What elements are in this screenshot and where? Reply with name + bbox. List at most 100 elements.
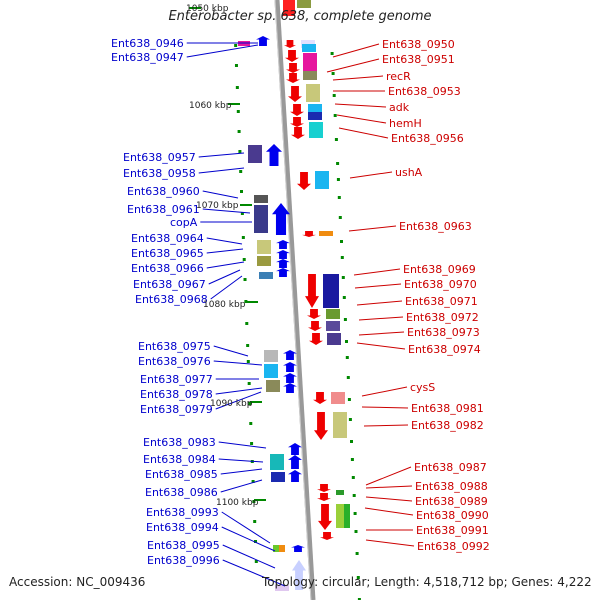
leader-line-left bbox=[213, 345, 249, 357]
leader-line-left bbox=[202, 208, 251, 214]
forward-gene-box bbox=[273, 545, 279, 552]
reverse-gene-arrow bbox=[318, 504, 332, 530]
kbp-label: 1060 kbp bbox=[189, 101, 232, 111]
scale-tick bbox=[242, 258, 246, 261]
leader-line-left bbox=[218, 441, 267, 449]
gene-label-left: Ent638_0947 bbox=[111, 51, 184, 64]
scale-tick bbox=[351, 476, 355, 479]
forward-gene-box bbox=[271, 472, 285, 482]
scale-tick bbox=[248, 402, 252, 405]
forward-gene-arrow bbox=[276, 240, 290, 249]
forward-gene-arrow bbox=[291, 545, 305, 552]
scale-tick bbox=[254, 560, 258, 563]
gene-label-right: adk bbox=[389, 101, 410, 114]
forward-gene-arrow bbox=[288, 443, 302, 455]
gene-label-left: Ent638_0994 bbox=[146, 521, 219, 534]
scale-tick bbox=[350, 440, 353, 443]
gene-label-right: Ent638_0981 bbox=[411, 402, 484, 415]
gene-label-right: Ent638_0970 bbox=[404, 278, 477, 291]
leader-line-left bbox=[218, 458, 264, 463]
reverse-gene-box bbox=[333, 412, 347, 438]
scale-tick bbox=[345, 356, 349, 359]
leader-line-left bbox=[220, 479, 263, 493]
gene-label-left: Ent638_0968 bbox=[135, 293, 208, 306]
forward-gene-box bbox=[266, 380, 280, 392]
reverse-gene-box bbox=[327, 333, 341, 345]
leader-line-left bbox=[202, 190, 239, 199]
gene-label-left: Ent638_0960 bbox=[127, 185, 200, 198]
forward-gene-arrow bbox=[283, 350, 297, 360]
scale-tick bbox=[246, 344, 250, 347]
scale-tick bbox=[356, 576, 360, 579]
scale-tick bbox=[352, 494, 356, 497]
scale-tick bbox=[254, 540, 257, 543]
kbp-label: 1090 kbp bbox=[210, 399, 253, 409]
reverse-gene-arrow bbox=[308, 321, 322, 331]
leader-line-left bbox=[222, 559, 286, 587]
backbone-layer bbox=[274, 0, 316, 601]
scale-tick bbox=[343, 318, 347, 321]
scale-tick bbox=[253, 520, 257, 523]
leader-line-right bbox=[349, 171, 393, 179]
forward-gene-arrow bbox=[276, 268, 290, 277]
forward-gene-box bbox=[279, 545, 285, 552]
reverse-gene-box bbox=[283, 0, 295, 16]
gene-label-right: Ent638_0972 bbox=[406, 311, 479, 324]
gene-label-right: Ent638_0988 bbox=[415, 480, 488, 493]
leader-line-layer bbox=[186, 42, 415, 587]
leader-line-right bbox=[365, 466, 412, 486]
gene-label-left: Ent638_0966 bbox=[131, 262, 204, 275]
genome-backbone bbox=[274, 0, 316, 601]
reverse-gene-box bbox=[315, 171, 329, 189]
forward-gene-box bbox=[257, 240, 271, 254]
leader-line-left bbox=[186, 44, 259, 58]
scale-tick bbox=[338, 216, 342, 219]
forward-gene-box bbox=[275, 585, 289, 591]
reverse-gene-arrow bbox=[305, 274, 319, 308]
scale-tick bbox=[331, 72, 335, 75]
forward-gene-arrow bbox=[266, 144, 282, 166]
leader-line-right bbox=[361, 406, 409, 409]
leader-line-right bbox=[365, 539, 415, 547]
gene-label-left: Ent638_0993 bbox=[146, 506, 219, 519]
forward-gene-box bbox=[264, 364, 278, 378]
leader-line-right bbox=[338, 127, 389, 139]
scale-tick bbox=[252, 500, 256, 503]
leader-line-left bbox=[198, 167, 245, 174]
topology-text: Topology: circular bbox=[262, 575, 367, 589]
leader-line-right bbox=[348, 225, 397, 232]
forward-gene-arrow bbox=[276, 250, 290, 259]
kbp-label: 1100 kbp bbox=[216, 498, 259, 508]
scale-tick bbox=[348, 418, 352, 421]
leader-line-left bbox=[215, 387, 263, 395]
forward-gene-box bbox=[259, 272, 273, 279]
scale-tick bbox=[355, 552, 359, 555]
reverse-gene-arrow bbox=[302, 231, 316, 237]
leader-line-left bbox=[206, 237, 243, 245]
leader-line-left bbox=[206, 248, 244, 254]
scale-tick bbox=[246, 360, 250, 363]
scale-tick bbox=[238, 150, 242, 153]
forward-gene-arrow bbox=[276, 259, 290, 268]
genome-summary: Topology: circularLength: 4,518,712 bpGe… bbox=[262, 575, 592, 589]
gene-label-right: Ent638_0992 bbox=[417, 540, 490, 553]
reverse-gene-box bbox=[303, 71, 317, 80]
accession-text: Accession: NC_009436 bbox=[9, 575, 146, 589]
length-text: Length: 4,518,712 bp bbox=[366, 575, 503, 589]
genome-title: Enterobacter sp. 638, complete genome bbox=[168, 9, 432, 24]
gene-label-left: Ent638_0996 bbox=[147, 554, 220, 567]
scale-tick bbox=[333, 114, 337, 117]
gene-label-left: Ent638_0978 bbox=[140, 388, 213, 401]
forward-gene-arrow bbox=[272, 203, 290, 235]
gene-label-right: Ent638_0974 bbox=[408, 343, 481, 356]
reverse-gene-arrow bbox=[317, 484, 331, 492]
reverse-gene-arrow bbox=[314, 412, 328, 440]
gene-label-left: Ent638_0958 bbox=[123, 167, 196, 180]
forward-gene-box bbox=[270, 454, 284, 470]
scale-tick bbox=[336, 162, 340, 165]
reverse-gene-box bbox=[331, 392, 345, 404]
gene-label-left: copA bbox=[170, 216, 198, 229]
gene-label-left: Ent638_0964 bbox=[131, 232, 204, 245]
reverse-gene-arrow bbox=[286, 73, 300, 83]
kbp-label: 1080 kbp bbox=[203, 300, 246, 310]
